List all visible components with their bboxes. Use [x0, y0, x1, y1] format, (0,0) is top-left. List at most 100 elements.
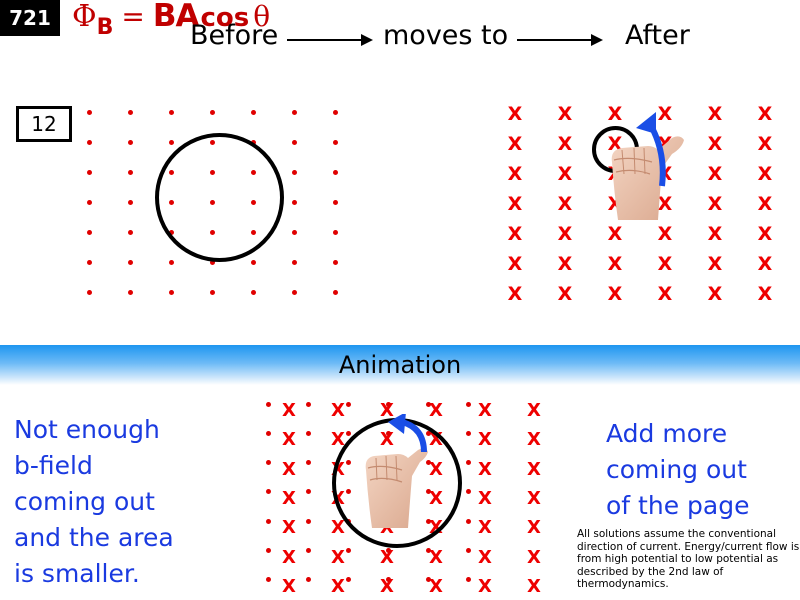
field-x-icon: X	[507, 133, 523, 155]
field-dot-icon	[127, 229, 133, 235]
field-dot-icon	[385, 577, 391, 583]
field-dot-icon	[265, 548, 271, 553]
field-dot-icon	[465, 548, 471, 553]
field-x-icon: X	[507, 223, 523, 245]
field-dot-icon	[291, 169, 297, 175]
field-x-icon: X	[331, 575, 345, 597]
field-dot-icon	[265, 401, 271, 407]
field-x-icon: X	[429, 546, 443, 568]
field-dot-icon	[86, 259, 92, 265]
formula-cos: cos	[200, 3, 250, 33]
animation-banner	[0, 345, 800, 385]
field-x-icon: X	[429, 400, 443, 421]
field-x-icon: X	[557, 253, 573, 275]
field-dot-icon	[385, 548, 391, 553]
field-dot-icon	[209, 289, 215, 295]
right-arrow-icon	[517, 34, 603, 46]
field-x-icon: X	[478, 458, 492, 480]
field-dot-icon	[305, 401, 311, 407]
field-dot-icon	[465, 460, 471, 466]
field-dot-icon	[127, 169, 133, 175]
field-dot-icon	[332, 199, 338, 205]
animation-label: Animation	[338, 351, 462, 379]
field-dot-icon	[127, 109, 133, 115]
problem-number-box: 12	[16, 106, 72, 142]
field-dot-icon	[127, 289, 133, 295]
field-dot-icon	[209, 259, 215, 265]
field-x-icon: X	[380, 575, 394, 597]
before-label: Before	[190, 20, 279, 51]
left-explanation-line: and the area	[14, 523, 174, 552]
field-dot-icon	[465, 577, 471, 583]
field-dot-icon	[291, 259, 297, 265]
field-dot-icon	[465, 401, 471, 407]
field-x-icon: X	[757, 253, 773, 275]
field-x-icon: X	[331, 400, 345, 421]
field-x-icon: X	[707, 253, 723, 275]
field-x-icon: X	[757, 283, 773, 305]
right-explanation: Add more coming out of the page	[606, 416, 749, 524]
field-dot-icon	[345, 577, 351, 583]
field-x-icon: X	[707, 163, 723, 185]
field-x-icon: X	[607, 283, 623, 305]
field-x-icon: X	[757, 193, 773, 215]
field-dot-icon	[168, 109, 174, 115]
field-dot-icon	[332, 139, 338, 145]
formula-theta: θ	[253, 0, 271, 33]
field-x-icon: X	[331, 517, 345, 539]
field-x-icon: X	[557, 193, 573, 215]
field-dot-icon	[345, 548, 351, 553]
right-explanation-line: of the page	[606, 491, 750, 520]
field-dot-icon	[425, 401, 431, 407]
right-hand-rule-icon	[600, 112, 690, 227]
field-x-icon: X	[557, 283, 573, 305]
right-explanation-line: coming out	[606, 455, 747, 484]
field-dot-icon	[332, 259, 338, 265]
field-x-icon: X	[707, 283, 723, 305]
field-x-icon: X	[527, 458, 541, 480]
formula-subscript: B	[96, 15, 114, 40]
field-dot-icon	[127, 199, 133, 205]
field-x-icon: X	[707, 103, 723, 125]
field-x-icon: X	[757, 103, 773, 125]
field-dot-icon	[265, 460, 271, 466]
field-dot-icon	[86, 289, 92, 295]
left-explanation-line: Not enough	[14, 415, 160, 444]
field-dot-icon	[305, 548, 311, 553]
field-x-icon: X	[607, 103, 623, 125]
field-dot-icon	[127, 139, 133, 145]
field-x-icon: X	[282, 517, 296, 539]
field-dot-icon	[305, 460, 311, 466]
field-x-icon: X	[478, 487, 492, 509]
field-x-icon: X	[478, 400, 492, 421]
field-dot-icon	[86, 199, 92, 205]
field-x-icon: X	[707, 223, 723, 245]
field-x-icon: X	[557, 103, 573, 125]
field-dot-icon	[265, 430, 271, 436]
field-dot-icon	[465, 430, 471, 436]
field-x-icon: X	[657, 193, 673, 215]
right-explanation-line: Add more	[606, 419, 728, 448]
field-dot-icon	[345, 430, 351, 436]
field-x-icon: X	[282, 487, 296, 509]
field-dot-icon	[250, 259, 256, 265]
field-dot-icon	[86, 229, 92, 235]
field-x-icon: X	[527, 546, 541, 568]
field-x-icon: X	[478, 546, 492, 568]
field-dot-icon	[168, 139, 174, 145]
field-dot-icon	[86, 139, 92, 145]
field-dot-icon	[168, 259, 174, 265]
left-explanation-line: coming out	[14, 487, 155, 516]
field-dot-icon	[305, 577, 311, 583]
after-label: After	[625, 20, 690, 51]
field-dot-icon	[332, 169, 338, 175]
field-dot-icon	[305, 518, 311, 524]
field-dot-icon	[265, 518, 271, 524]
field-x-icon: X	[757, 223, 773, 245]
field-x-icon: X	[478, 575, 492, 597]
field-dot-icon	[345, 401, 351, 407]
field-x-icon: X	[331, 546, 345, 568]
field-x-icon: X	[657, 223, 673, 245]
